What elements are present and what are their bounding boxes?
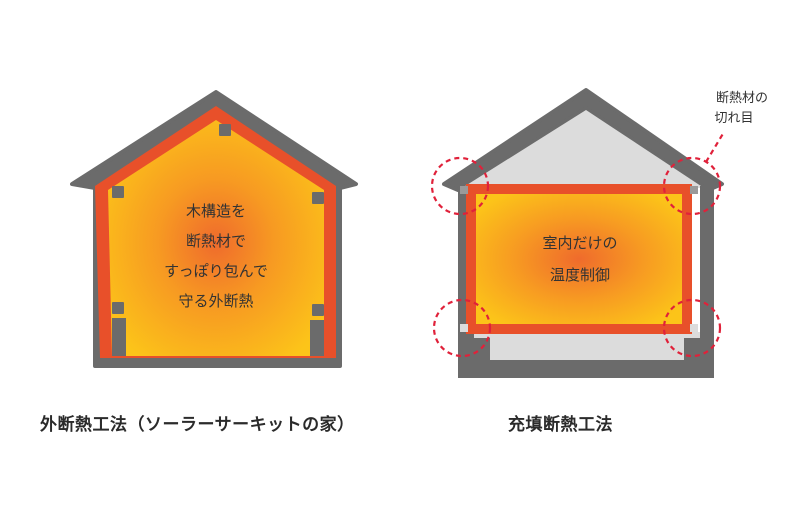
frame-member [112,302,124,314]
gap-marker-circle [432,298,492,358]
frame-member [312,304,324,316]
left-house-text-line: 断熱材で [186,232,246,250]
insulation-gap [690,186,698,194]
left-house-label: 木構造を 断熱材で すっぽり包んで 守る外断熱 [164,202,268,310]
frame-member [312,192,324,204]
insulation-gap [690,324,698,332]
right-house-footing [684,338,700,360]
left-house: 木構造を 断熱材で すっぽり包んで 守る外断熱 [70,90,358,368]
right-house-caption: 充填断熱工法 [508,415,613,435]
insulation-gap [460,324,468,332]
gap-marker-circle [662,156,722,216]
left-house-caption: 外断熱工法（ソーラーサーキットの家） [40,415,355,435]
gap-markers [430,131,725,358]
gap-callout-line: 断熱材の [716,91,768,106]
left-house-text-line: すっぽり包んで [164,262,268,280]
gap-marker-circle [662,298,722,358]
right-house: 室内だけの 温度制御 断熱材の 切れ目 [430,88,768,378]
right-house-attic [462,110,704,188]
gap-callout: 断熱材の 切れ目 [714,91,768,126]
frame-member [219,124,231,136]
gap-marker-circle [430,156,490,216]
right-house-text-line: 温度制御 [550,266,610,284]
left-house-warm-interior [108,120,324,356]
callout-leader-line [705,131,725,163]
right-house-label: 室内だけの 温度制御 [542,234,617,284]
right-house-underfloor [474,332,700,360]
left-house-text-line: 守る外断熱 [178,292,253,310]
left-house-text-line: 木構造を [186,202,246,220]
insulation-gap [460,186,468,194]
right-house-text-line: 室内だけの [542,234,617,252]
gap-callout-line: 切れ目 [714,111,753,126]
frame-member [112,186,124,198]
right-house-warm-interior [476,194,682,324]
left-house-frame-members [112,124,324,316]
